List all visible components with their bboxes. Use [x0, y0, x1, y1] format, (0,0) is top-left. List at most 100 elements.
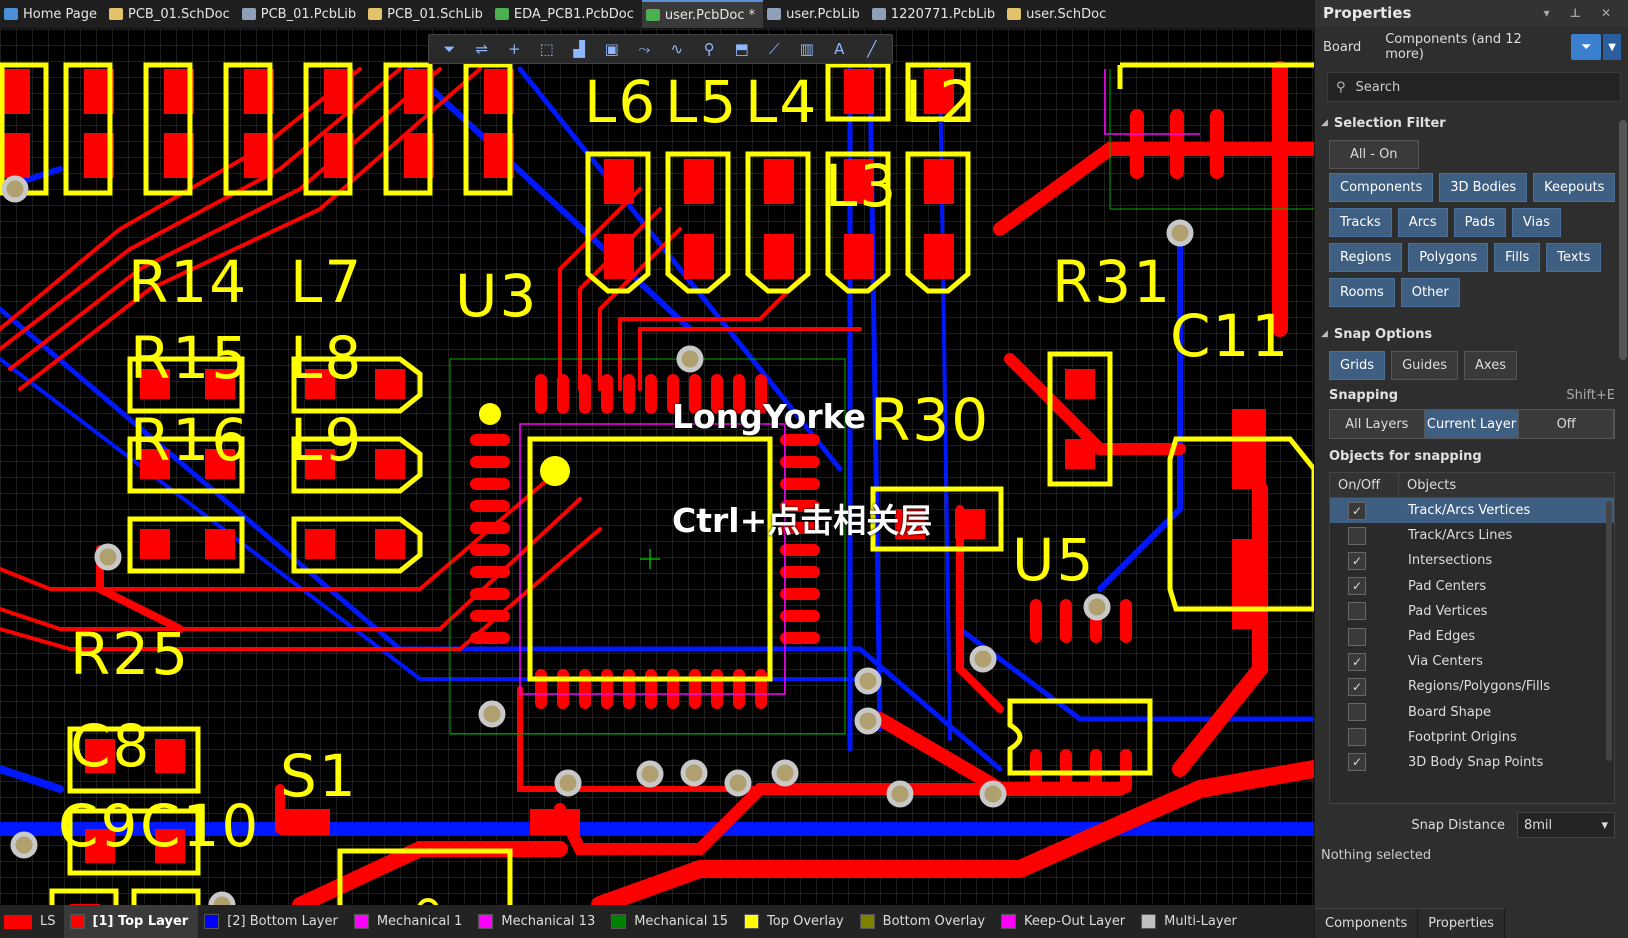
- filter-dropdown-icon[interactable]: ▼: [1603, 34, 1621, 60]
- panel-scrollbar[interactable]: [1619, 120, 1627, 360]
- tab-8[interactable]: user.SchDoc: [1003, 0, 1114, 28]
- snap-object-row[interactable]: Pad Edges: [1330, 624, 1614, 649]
- snap-object-row[interactable]: ✓Intersections: [1330, 548, 1614, 573]
- snap-object-label: Board Shape: [1408, 704, 1492, 720]
- checkbox[interactable]: ✓: [1348, 652, 1366, 671]
- snapping-off[interactable]: Off: [1519, 410, 1615, 438]
- tab-2[interactable]: PCB_01.PcbLib: [238, 0, 364, 28]
- snapping-all-layers[interactable]: All Layers: [1330, 410, 1425, 438]
- snap-object-row[interactable]: Pad Vertices: [1330, 599, 1614, 624]
- layer-tab-2[interactable]: Mechanical 1: [348, 905, 473, 938]
- snap-object-row[interactable]: ✓Via Centers: [1330, 649, 1614, 674]
- filter-chip-fills[interactable]: Fills: [1494, 243, 1541, 272]
- filter-chip-other[interactable]: Other: [1400, 278, 1460, 307]
- search-input[interactable]: ⚲ Search: [1327, 72, 1621, 102]
- panel-tab-properties[interactable]: Properties: [1418, 908, 1505, 938]
- panel-title-bar: Properties ▾ ⊥ ✕: [1315, 0, 1628, 26]
- objects-for-snapping-label: Objects for snapping: [1329, 449, 1482, 464]
- board-label[interactable]: Board: [1323, 39, 1362, 55]
- tab-6[interactable]: user.PcbLib: [763, 0, 868, 28]
- checkbox[interactable]: ✓: [1348, 501, 1366, 520]
- snap-object-row[interactable]: ✓3D Body Snap Points: [1330, 750, 1614, 775]
- search-icon: ⚲: [1336, 79, 1346, 95]
- checkbox[interactable]: ✓: [1348, 577, 1366, 596]
- layer-set-selector[interactable]: LS: [0, 914, 64, 929]
- components-filter-label[interactable]: Components (and 12 more): [1385, 32, 1522, 62]
- checkbox[interactable]: ✓: [1348, 753, 1366, 772]
- tab-label: user.PcbDoc *: [664, 7, 756, 23]
- filter-chip-arcs[interactable]: Arcs: [1397, 208, 1448, 237]
- text-icon[interactable]: A: [834, 40, 845, 58]
- filter-chip-keepouts[interactable]: Keepouts: [1533, 173, 1616, 202]
- tab-7[interactable]: 1220771.PcbLib: [868, 0, 1003, 28]
- pcb-canvas[interactable]: R14 L7 U3 R31 C11 R30 U5 R25 S1 C8 C9 C1…: [0, 29, 1314, 905]
- snap-object-row[interactable]: Track/Arcs Lines: [1330, 523, 1614, 548]
- route-icon[interactable]: ⇌: [475, 40, 489, 58]
- filter-chip-pads[interactable]: Pads: [1453, 208, 1506, 237]
- polygon-icon[interactable]: ⬒: [734, 40, 749, 58]
- snap-mode-grids[interactable]: Grids: [1329, 351, 1386, 380]
- snap-object-row[interactable]: ✓Regions/Polygons/Fills: [1330, 674, 1614, 699]
- select-rect-icon[interactable]: ⬚: [539, 40, 554, 58]
- checkbox[interactable]: ✓: [1348, 677, 1366, 696]
- designator-c9: C9: [58, 792, 140, 860]
- all-on-button[interactable]: All - On: [1329, 140, 1419, 169]
- col-onoff[interactable]: On/Off: [1330, 473, 1399, 497]
- layer-tab-0[interactable]: [1] Top Layer: [63, 905, 199, 938]
- snap-options-header[interactable]: ◢ Snap Options: [1315, 321, 1628, 347]
- panel-tab-components[interactable]: Components: [1315, 908, 1419, 938]
- cross-icon[interactable]: +: [507, 40, 521, 58]
- selection-filter-header[interactable]: ◢ Selection Filter: [1315, 110, 1628, 136]
- filter-chip-texts[interactable]: Texts: [1546, 243, 1602, 272]
- filter-chip-components[interactable]: Components: [1329, 173, 1434, 202]
- checkbox[interactable]: [1348, 627, 1366, 646]
- layer-tab-3[interactable]: Mechanical 13: [472, 905, 605, 938]
- via-icon[interactable]: ⚲: [703, 40, 715, 58]
- layer-label: [1] Top Layer: [92, 914, 189, 929]
- layer-tab-8[interactable]: Multi-Layer: [1135, 905, 1247, 938]
- col-objects[interactable]: Objects: [1407, 477, 1457, 493]
- tab-3[interactable]: PCB_01.SchLib: [364, 0, 491, 28]
- layer-tab-6[interactable]: Bottom Overlay: [854, 905, 995, 938]
- line-icon[interactable]: ╱: [867, 40, 877, 58]
- checkbox[interactable]: [1348, 703, 1366, 722]
- filter-chip-3d-bodies[interactable]: 3D Bodies: [1439, 173, 1528, 202]
- panel-pin-icon[interactable]: ▾ ⊥ ✕: [1543, 6, 1619, 20]
- layer-tab-5[interactable]: Top Overlay: [738, 905, 854, 938]
- filter-button[interactable]: ⏷: [1571, 34, 1602, 60]
- tab-5[interactable]: user.PcbDoc *: [641, 0, 764, 28]
- snap-object-row[interactable]: ✓Track/Arcs Vertices: [1330, 498, 1614, 524]
- snap-mode-axes[interactable]: Axes: [1464, 351, 1517, 380]
- filter-chip-vias[interactable]: Vias: [1511, 208, 1561, 237]
- checkbox[interactable]: [1348, 526, 1366, 545]
- checkbox[interactable]: ✓: [1348, 551, 1366, 570]
- snap-object-row[interactable]: Footprint Origins: [1330, 725, 1614, 750]
- layer-tab-1[interactable]: [2] Bottom Layer: [198, 905, 348, 938]
- snap-distance-select[interactable]: 8mil ▾: [1517, 812, 1615, 838]
- filter-chip-regions[interactable]: Regions: [1329, 243, 1403, 272]
- snap-object-row[interactable]: Board Shape: [1330, 700, 1614, 725]
- diff-pair-icon[interactable]: ∿: [670, 40, 684, 58]
- snap-mode-guides[interactable]: Guides: [1391, 351, 1459, 380]
- chart-icon[interactable]: ▥: [799, 40, 814, 58]
- filter-icon[interactable]: ⏷: [443, 40, 456, 58]
- tab-0[interactable]: Home Page: [0, 0, 105, 28]
- component-icon[interactable]: ▣: [604, 40, 619, 58]
- filter-chip-polygons[interactable]: Polygons: [1408, 243, 1489, 272]
- designator-u5: U5: [1012, 526, 1096, 594]
- tab-4[interactable]: EDA_PCB1.PcbDoc: [491, 0, 642, 28]
- layer-tab-4[interactable]: Mechanical 15: [605, 905, 738, 938]
- checkbox[interactable]: [1348, 602, 1366, 621]
- layer-tab-7[interactable]: Keep-Out Layer: [995, 905, 1135, 938]
- tab-1[interactable]: PCB_01.SchDoc: [105, 0, 238, 28]
- designator-l9: L9: [290, 406, 364, 474]
- dimension-icon[interactable]: ⟋: [768, 40, 780, 58]
- filter-chip-rooms[interactable]: Rooms: [1329, 278, 1395, 307]
- filter-chip-tracks[interactable]: Tracks: [1329, 208, 1392, 237]
- checkbox[interactable]: [1348, 728, 1366, 747]
- align-icon[interactable]: ▟: [573, 40, 586, 58]
- table-scrollbar[interactable]: [1606, 501, 1612, 761]
- snap-object-row[interactable]: ✓Pad Centers: [1330, 574, 1614, 599]
- interactive-route-icon[interactable]: ⤳: [638, 40, 651, 58]
- snapping-current-layer[interactable]: Current Layer: [1424, 410, 1520, 438]
